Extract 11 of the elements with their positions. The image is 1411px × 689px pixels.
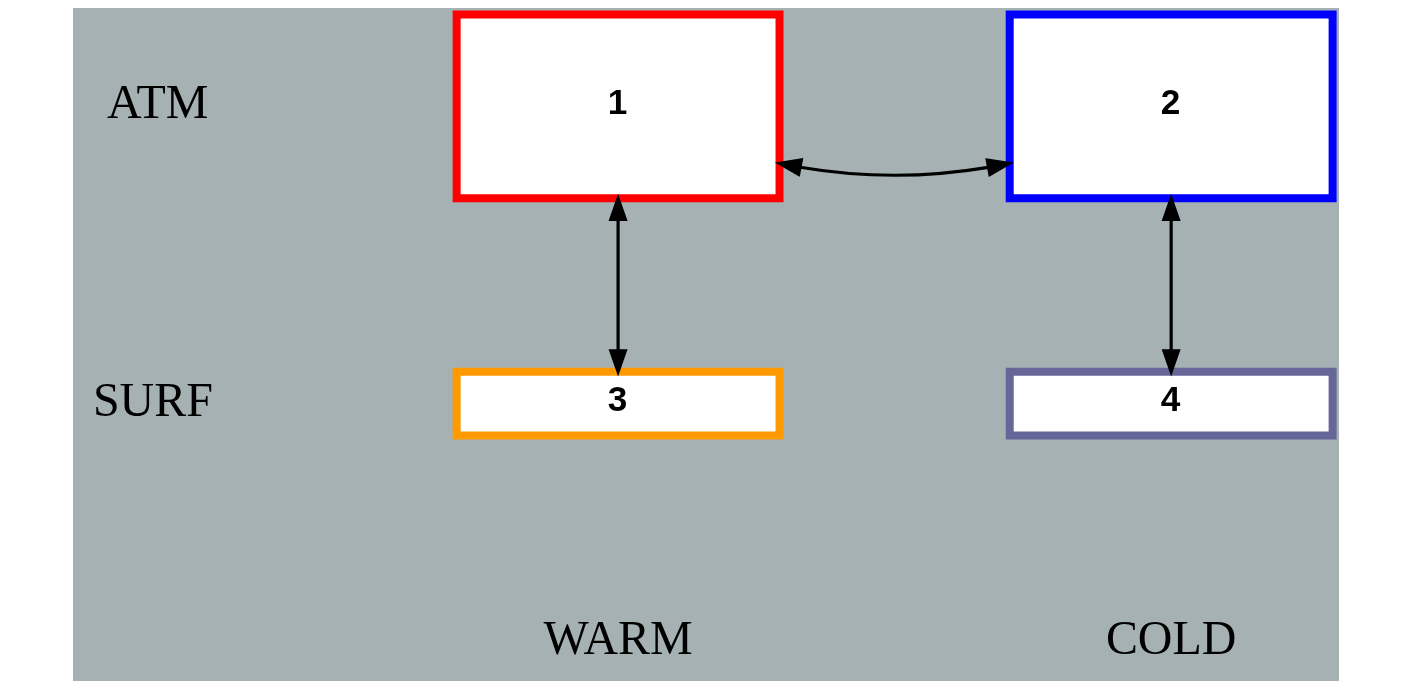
arrow [1161,193,1181,377]
node-box: 2 [1005,10,1337,203]
label: COLD [1105,610,1236,664]
arrow [774,158,1014,177]
node-box: 1 [452,10,784,203]
label: ATM [106,75,208,129]
node-box: 3 [452,367,784,440]
node-box: 4 [1005,367,1337,440]
label: WARM [543,610,693,664]
arrow [608,193,628,377]
label: SURF [92,372,213,426]
